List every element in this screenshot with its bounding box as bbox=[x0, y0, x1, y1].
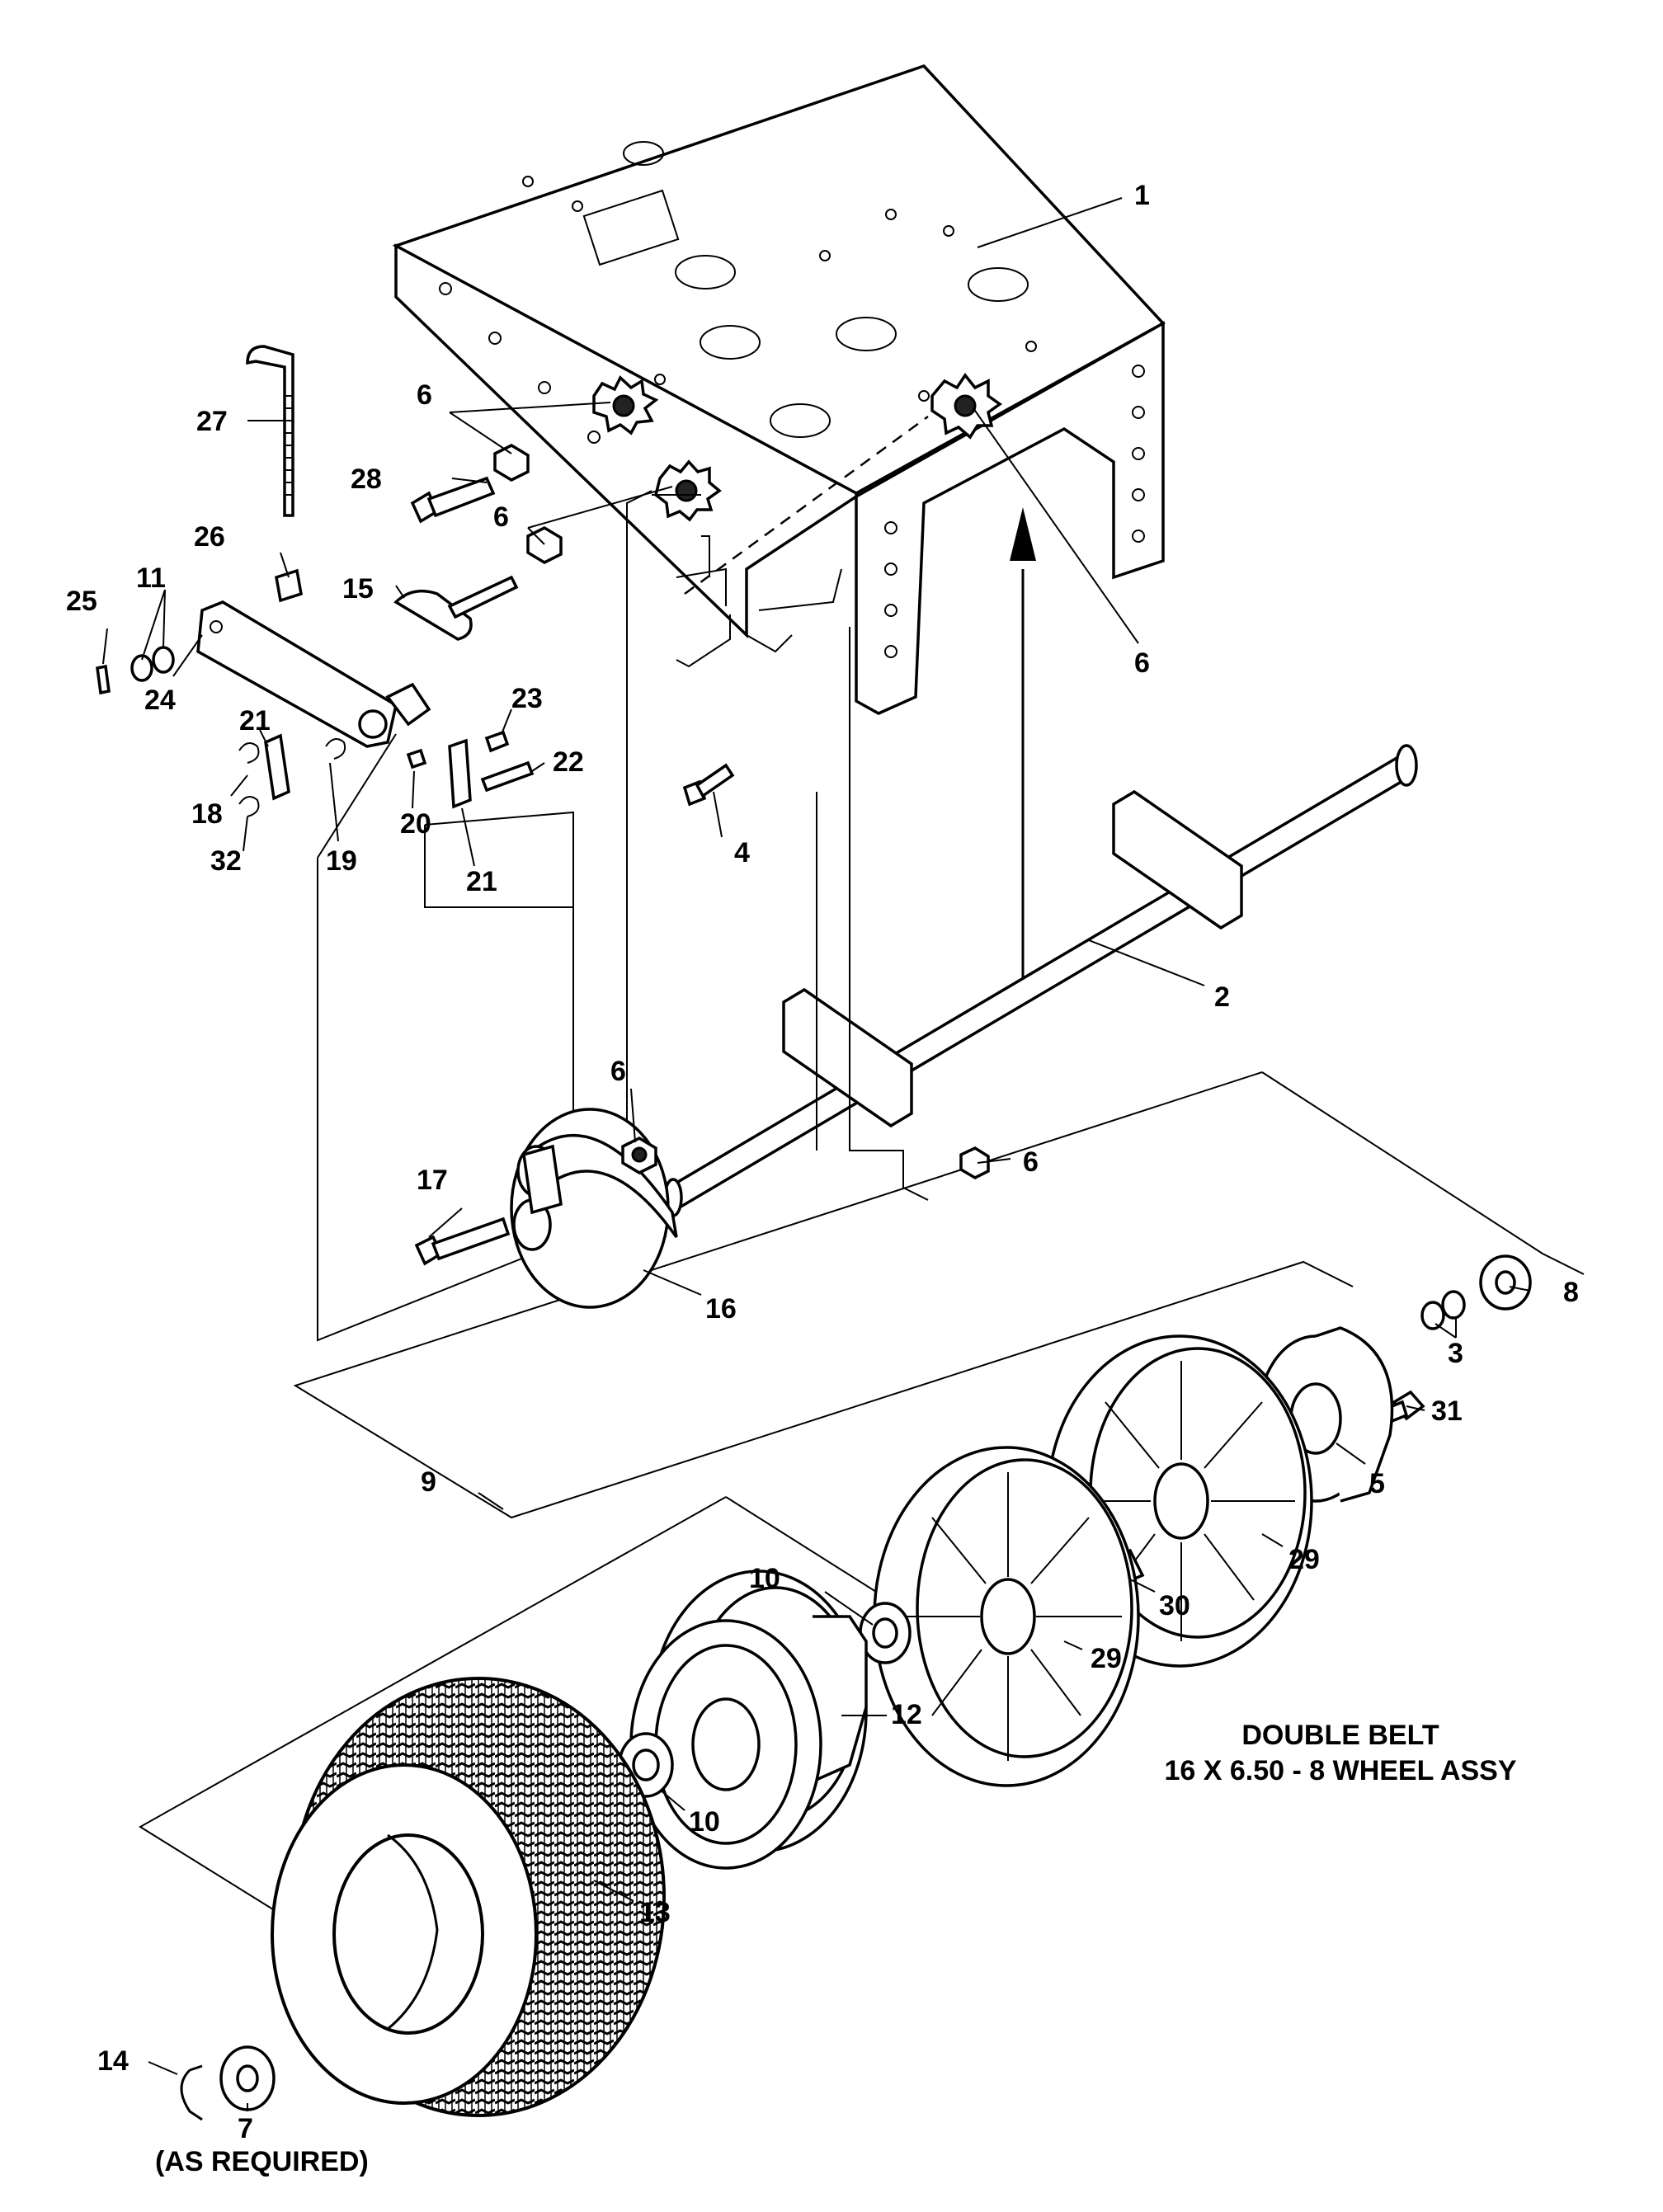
label-part-11: 11 bbox=[136, 562, 166, 594]
bolt-part bbox=[414, 1217, 511, 1266]
label-part-30: 30 bbox=[1159, 1590, 1190, 1621]
label-part-21-right: 21 bbox=[466, 866, 497, 897]
assembly-arrow bbox=[1010, 507, 1036, 977]
axle-part bbox=[663, 744, 1418, 1217]
label-part-27: 27 bbox=[196, 406, 228, 437]
label-part-7: 7 bbox=[238, 2113, 253, 2144]
brake-band-part bbox=[510, 1108, 678, 1309]
callout-labels: 1 2 3 4 5 6 6 6 6 6 7 (AS REQUIRED) 8 9 … bbox=[66, 180, 1579, 2177]
nut-part bbox=[959, 1146, 990, 1179]
label-part-25: 25 bbox=[66, 586, 97, 617]
label-part-26: 26 bbox=[194, 521, 225, 553]
label-part-9: 9 bbox=[421, 1466, 436, 1498]
label-part-29-rear: 29 bbox=[1288, 1544, 1320, 1575]
tire-part bbox=[271, 1677, 666, 2117]
label-part-10-upper: 10 bbox=[749, 1563, 780, 1594]
label-part-10-lower: 10 bbox=[689, 1806, 720, 1838]
label-part-6-frame: 6 bbox=[1134, 647, 1150, 679]
label-part-31: 31 bbox=[1431, 1395, 1463, 1427]
label-part-32: 32 bbox=[210, 845, 242, 877]
label-part-22: 22 bbox=[553, 746, 584, 778]
leader-lines bbox=[139, 296, 1585, 1935]
label-part-3: 3 bbox=[1448, 1338, 1463, 1369]
callout-leaders bbox=[102, 197, 1531, 2111]
label-part-6-band: 6 bbox=[610, 1056, 626, 1087]
label-part-20: 20 bbox=[400, 808, 431, 840]
label-part-1: 1 bbox=[1134, 180, 1150, 211]
label-part-29-front: 29 bbox=[1091, 1643, 1122, 1674]
frame-part bbox=[392, 64, 1166, 715]
hub-parts bbox=[618, 1254, 1532, 1870]
caption-line-2: 16 X 6.50 - 8 WHEEL ASSY bbox=[1164, 1755, 1516, 1786]
label-part-6-upper-b: 6 bbox=[493, 501, 509, 533]
label-part-14: 14 bbox=[97, 2045, 129, 2077]
wheel-retainers bbox=[180, 2045, 276, 2121]
label-part-8: 8 bbox=[1563, 1277, 1579, 1308]
label-part-13: 13 bbox=[639, 1897, 671, 1928]
label-part-18: 18 bbox=[191, 798, 223, 830]
label-part-19: 19 bbox=[326, 845, 357, 877]
label-part-28: 28 bbox=[351, 464, 382, 495]
label-part-7-note: (AS REQUIRED) bbox=[155, 2146, 369, 2177]
label-part-2: 2 bbox=[1214, 981, 1230, 1013]
label-part-17: 17 bbox=[417, 1165, 448, 1196]
assembly-caption: DOUBLE BELT 16 X 6.50 - 8 WHEEL ASSY bbox=[1164, 1720, 1516, 1786]
label-part-4: 4 bbox=[734, 837, 750, 868]
label-part-16: 16 bbox=[705, 1293, 737, 1325]
label-part-12: 12 bbox=[891, 1699, 922, 1730]
label-part-24: 24 bbox=[144, 685, 176, 716]
label-part-5: 5 bbox=[1369, 1468, 1385, 1499]
label-part-21-left: 21 bbox=[239, 705, 271, 737]
label-part-6-upper-a: 6 bbox=[417, 379, 432, 411]
linkage-group bbox=[96, 345, 735, 817]
caption-line-1: DOUBLE BELT bbox=[1241, 1720, 1439, 1751]
label-part-23: 23 bbox=[511, 683, 543, 714]
label-part-15: 15 bbox=[342, 573, 374, 605]
label-part-6-axle: 6 bbox=[1023, 1146, 1039, 1178]
